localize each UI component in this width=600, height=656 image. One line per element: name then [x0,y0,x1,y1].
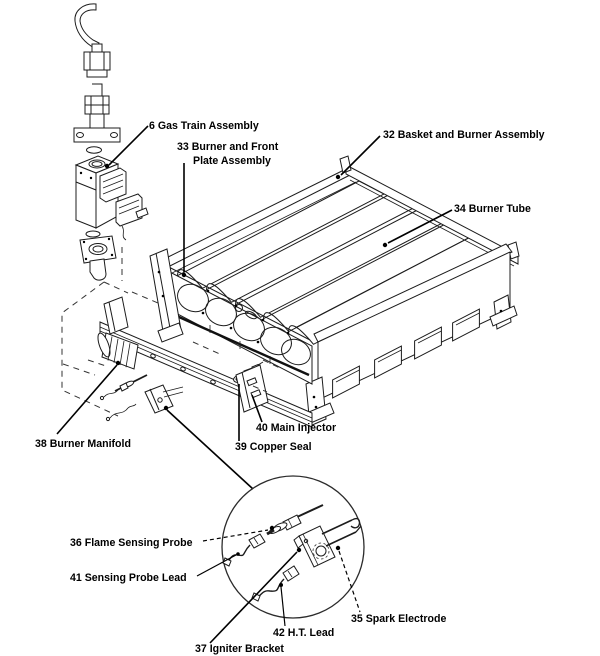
callout-42: 42 H.T. Lead [273,583,334,639]
sensing-probe-lead-drawing [222,533,266,567]
leader-line-36 [202,529,269,542]
o-ring-lower [85,230,101,238]
leader-dot-33 [181,272,187,278]
leader-line-37 [209,551,298,644]
gas-valve-front [75,164,97,229]
leader-dot-32 [335,174,341,180]
leader-dot-41 [236,552,240,556]
front-plate [162,263,313,385]
panel-slot [374,345,402,379]
union-stem [92,83,103,97]
pilot-hole [235,304,243,312]
burner-tube [287,236,497,345]
detail-circle-view [163,405,365,619]
callout-label-40: 40 Main Injector [256,422,336,434]
leader-dot-34 [382,242,388,248]
callout-32: 32 Basket and Burner Assembly [335,129,545,180]
pipe-flange [73,127,121,143]
callout-label-36: 36 Flame Sensing Probe [70,537,193,549]
ht-lead-drawing [251,565,300,602]
burner-port [177,283,209,313]
leader-line-35 [338,550,361,613]
callout-label-33-line1: 33 Burner and Front [177,141,279,153]
leader-line-32 [340,135,381,176]
basket-and-burner-assembly-drawing [149,155,520,427]
callout-33: 33 Burner and Front Plate Assembly [177,141,279,278]
callout-37: 37 Igniter Bracket [195,547,302,655]
ball-valve-body [83,51,111,71]
injector-bracket [235,364,269,413]
detail-connector-dot [163,405,169,411]
burner-tube [234,209,444,318]
callout-41: 41 Sensing Probe Lead [70,552,240,584]
igniter-bracket-drawing [293,525,336,568]
solenoid-coil-1 [99,167,127,203]
solenoid-cap [135,207,149,219]
burner-manifold-drawing [97,296,313,428]
left-side-rail [153,166,357,277]
probe-lead-small [103,389,119,398]
leader-dot-36 [269,525,275,531]
panel-top-flange [313,243,513,343]
leader-line-6 [108,125,149,166]
callout-label-37: 37 Igniter Bracket [195,643,284,655]
detail-circle [221,475,365,619]
o-ring-upper [86,146,102,154]
sight-slot [245,310,257,320]
callout-35: 35 Spark Electrode [335,545,446,625]
manifold-inlet-nipple [97,332,139,370]
leader-dot-37 [296,547,302,553]
elbow-outlet [89,258,107,281]
ht-lead-small [109,403,137,419]
elbow-flange [79,235,117,264]
leader-line-42 [280,586,286,627]
leader-line-34 [387,209,453,244]
solenoid-wire [121,225,127,241]
spark-electrode-drawing [321,518,362,547]
leader-dot-35 [335,545,341,551]
burner-port [260,326,292,356]
callout-38: 38 Burner Manifold [35,360,131,450]
front-left-channel-bracket [149,248,184,343]
burner-tube [205,194,415,303]
callout-label-34: 34 Burner Tube [454,203,531,215]
main-injector-assembly [233,361,269,413]
callout-39: 39 Copper Seal [235,384,312,453]
mounting-plane-dashed-outline [61,247,129,417]
union-pipe [89,113,105,129]
callout-34: 34 Burner Tube [382,203,531,248]
detail-connector-line [166,409,254,490]
panel-slot [452,308,480,342]
valve-stem [91,43,103,53]
leader-line-40 [251,394,263,423]
callout-6: 6 Gas Train Assembly [104,120,259,169]
leader-dot-42 [279,583,283,587]
callout-label-32: 32 Basket and Burner Assembly [383,129,545,141]
burner-port [233,312,265,342]
callout-label-42: 42 H.T. Lead [273,627,334,639]
callout-label-35: 35 Spark Electrode [351,613,446,625]
hidden-dashed-lines [62,291,281,393]
flame-sensing-probe-drawing [266,504,324,536]
leader-dot-6 [104,163,110,169]
panel-slot [414,326,442,360]
right-side-panel [313,243,513,401]
callout-36: 36 Flame Sensing Probe [70,525,275,549]
burner-port [281,338,311,366]
leader-line-38 [56,364,118,435]
leader-line-41 [196,554,237,577]
leader-dot-38 [115,360,121,366]
burner-tubes [176,180,497,345]
callout-40: 40 Main Injector [251,394,336,434]
valve-collar [86,69,108,78]
callout-label-41: 41 Sensing Probe Lead [70,572,187,584]
callout-label-6: 6 Gas Train Assembly [149,120,259,132]
panel-slot [332,365,360,399]
callout-label-38: 38 Burner Manifold [35,438,131,450]
valve-handle [74,3,100,50]
gas-train-assembly-drawing [73,3,149,281]
callout-label-39: 39 Copper Seal [235,441,312,453]
callout-label-33-line2: Plate Assembly [193,155,271,167]
